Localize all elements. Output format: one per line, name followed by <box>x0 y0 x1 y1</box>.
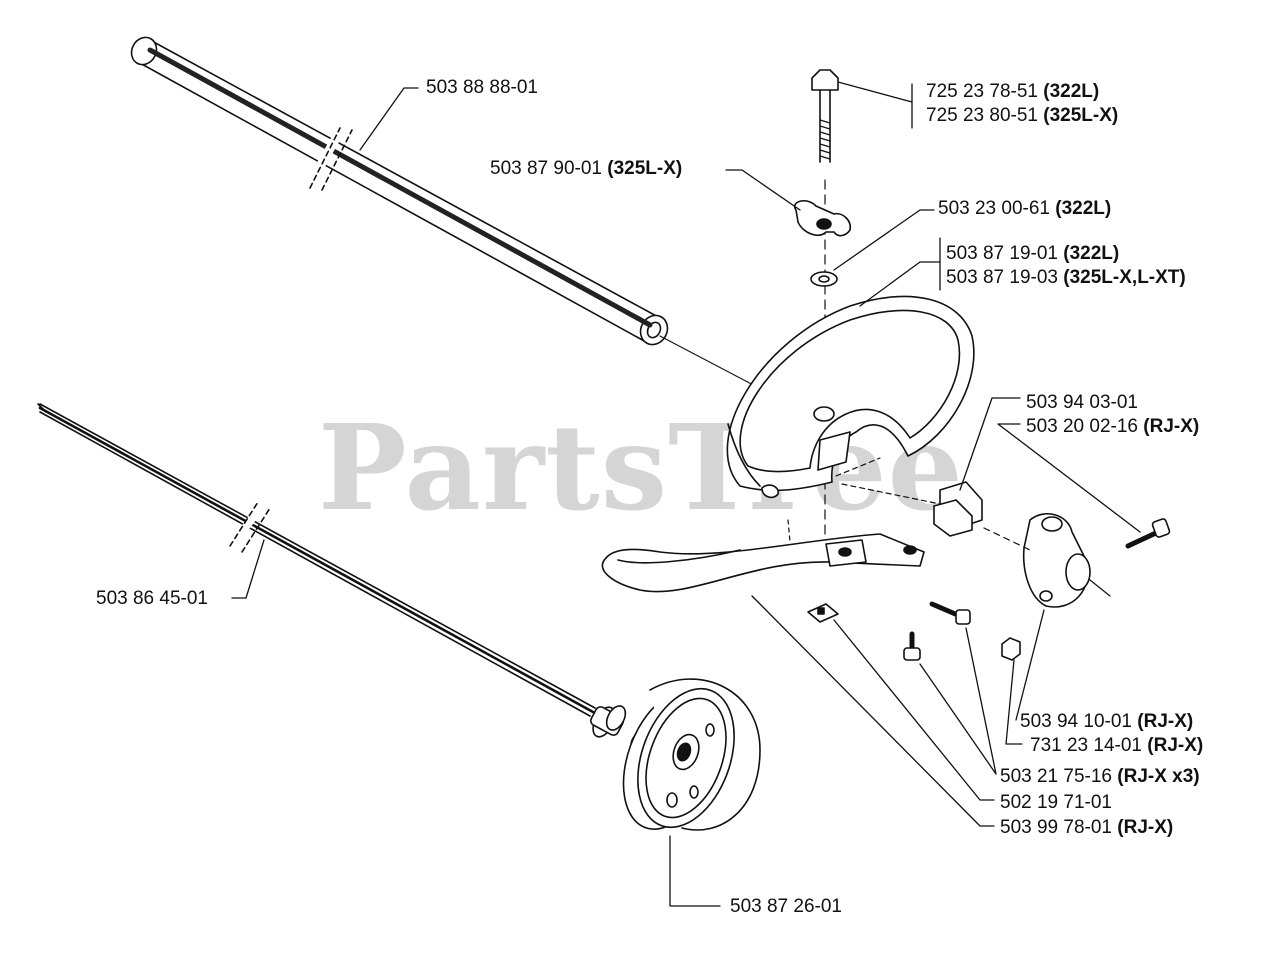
callout-bolt-325lx: 725 23 80-51 (325L-X) <box>926 105 1119 126</box>
callout-handle-325lx: 503 87 19-03 (325L-X,L-XT) <box>946 267 1186 288</box>
guard-part <box>601 484 925 593</box>
block-part <box>933 481 983 537</box>
callout-shaft: 503 86 45-01 <box>96 588 208 609</box>
callout-square-nut: 502 19 71-01 <box>1000 792 1112 813</box>
loop-handle-part <box>726 295 975 505</box>
callout-handle-322l: 503 87 19-01 (322L) <box>946 243 1120 264</box>
callout-nut: 731 23 14-01 (RJ-X) <box>1030 735 1204 756</box>
callout-clamp: 503 94 10-01 (RJ-X) <box>1020 711 1194 732</box>
tube-part <box>130 36 821 421</box>
callout-tube: 503 88 88-01 <box>426 77 538 98</box>
callout-guard: 503 99 78-01 (RJ-X) <box>1000 817 1174 838</box>
shaft-part <box>37 403 650 755</box>
callout-washer: 503 23 00-61 (322L) <box>938 198 1112 219</box>
drum-part <box>622 678 761 831</box>
bolt-part <box>811 69 839 561</box>
screws-x3-part <box>903 601 971 661</box>
callout-knob: 503 87 90-01 (325L-X) <box>490 158 683 179</box>
callout-screws-x3: 503 21 75-16 (RJ-X x3) <box>1000 766 1200 787</box>
washer-part <box>810 271 838 287</box>
square-nut-part <box>807 603 839 623</box>
callout-drum: 503 87 26-01 <box>730 896 842 917</box>
leader-lines <box>231 81 1141 907</box>
callout-block: 503 94 03-01 <box>1026 392 1138 413</box>
callout-bolt-322l: 725 23 78-51 (322L) <box>926 81 1100 102</box>
knob-part <box>793 199 852 237</box>
clamp-part <box>983 512 1111 608</box>
screw-part <box>1125 518 1171 549</box>
callout-screw-rjx: 503 20 02-16 (RJ-X) <box>1026 416 1200 437</box>
nut-part <box>1001 637 1021 661</box>
